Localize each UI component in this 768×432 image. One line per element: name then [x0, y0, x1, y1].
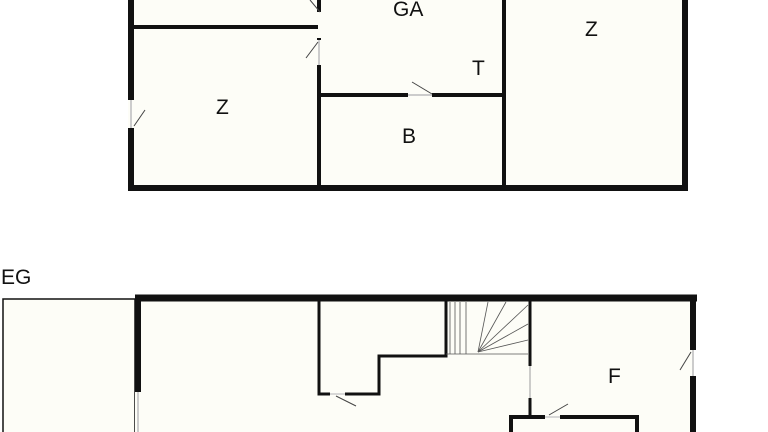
room-label-t: T	[472, 57, 485, 80]
room-label-b: B	[402, 125, 416, 148]
ground-floor-plan: EG F	[1, 266, 697, 432]
staircase	[446, 301, 529, 355]
room-label-z-right: Z	[585, 18, 598, 41]
room-label-ga: GA	[393, 0, 423, 21]
room-label-z-left: Z	[216, 96, 229, 119]
floor-title-eg: EG	[1, 266, 31, 289]
upper-floor-plan: GA T Z Z B	[128, 0, 688, 191]
room-label-f: F	[608, 365, 621, 388]
